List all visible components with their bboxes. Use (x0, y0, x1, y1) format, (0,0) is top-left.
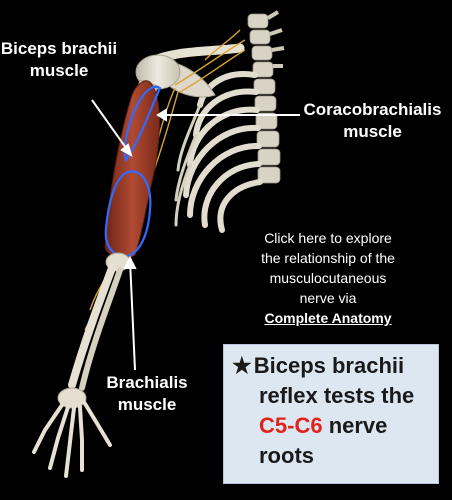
label-coracobrachialis: Coracobrachialis muscle (300, 99, 445, 143)
info-line-1: ★Biceps brachii (232, 351, 430, 381)
brachialis-outline (104, 170, 152, 258)
label-biceps-brachii: Biceps brachii muscle (0, 38, 118, 82)
explore-line-3: musculocutaneous (269, 270, 387, 286)
info-line-2: reflex tests the (259, 383, 415, 408)
info-line-3: C5-C6 nerve (232, 411, 430, 441)
forearm-bones (68, 264, 123, 391)
explore-line-1: Click here to explore (264, 230, 392, 246)
info-text-3: nerve (322, 413, 388, 438)
explore-text: Click here to explore the relationship o… (244, 228, 412, 328)
label-coraco-line-1: Coracobrachialis (303, 100, 442, 119)
star-icon: ★ (232, 353, 252, 378)
hand-bones (32, 387, 112, 478)
explore-line-2: the relationship of the (261, 250, 395, 266)
explore-line-4: nerve via (299, 290, 357, 306)
label-biceps-line-1: Biceps brachii (0, 39, 118, 58)
label-brachialis-line-1: Brachialis (106, 373, 188, 392)
pointer-lines (91, 99, 300, 371)
coracobrachialis-outline (123, 85, 162, 163)
complete-anatomy-link[interactable]: Complete Anatomy (264, 310, 392, 326)
label-coraco-line-2: muscle (343, 122, 402, 141)
label-biceps-line-2: muscle (29, 61, 89, 80)
rib-cage (174, 71, 263, 233)
vertebral-column (247, 10, 285, 184)
label-brachialis-line-2: muscle (117, 395, 177, 414)
info-line-4: roots (259, 443, 314, 468)
reflex-info-box: ★Biceps brachii reflex tests the C5-C6 n… (223, 344, 439, 484)
nerve-root-highlight: C5-C6 (259, 413, 323, 438)
label-brachialis: Brachialis muscle (92, 372, 202, 416)
info-text-1: Biceps brachii (253, 353, 405, 378)
